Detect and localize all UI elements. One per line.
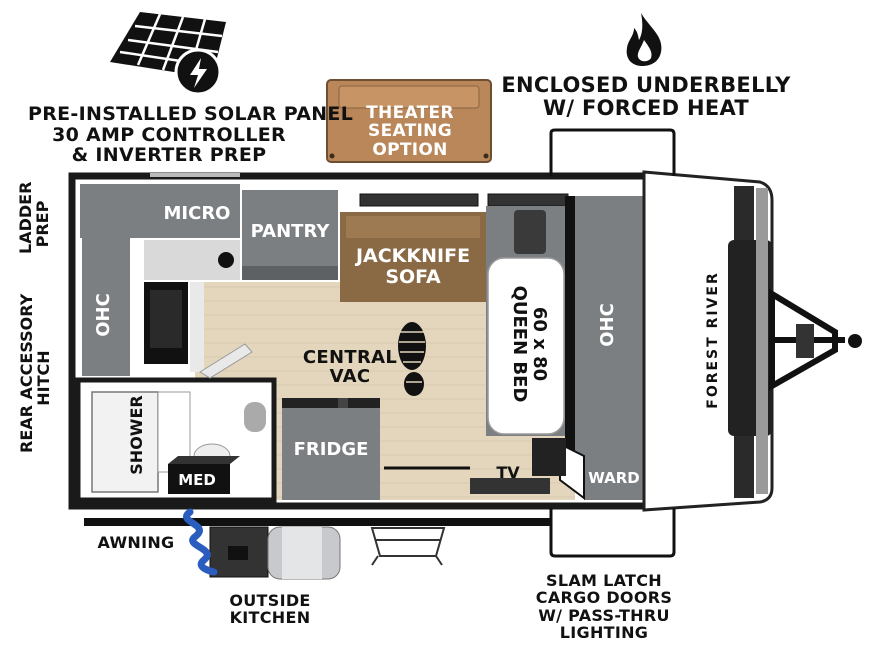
- flame-icon: [626, 13, 662, 66]
- shower-label: SHOWER: [127, 395, 146, 475]
- tv-label: TV: [496, 463, 520, 482]
- entry-step: [370, 527, 446, 566]
- theater-seating-graphic: [326, 79, 492, 163]
- ohc-right-label: OHC: [597, 303, 618, 347]
- fridge-label: FRIDGE: [293, 439, 369, 460]
- boot-print-icon: [398, 322, 426, 396]
- ohc-left-label: OHC: [93, 293, 114, 337]
- sofa-label: JACKKNIFE SOFA: [355, 245, 471, 288]
- cargo-doors-label: SLAM LATCH CARGO DOORS W/ PASS-THRU LIGH…: [535, 571, 673, 642]
- ward-label: WARD: [588, 469, 640, 487]
- central-vac-label: CENTRAL VAC: [302, 347, 398, 388]
- front-cap: [642, 170, 774, 512]
- hitch-tongue: [769, 288, 862, 392]
- solar-panel-icon: [110, 12, 226, 96]
- awning-label: AWNING: [97, 533, 175, 552]
- solar-callout: PRE-INSTALLED SOLAR PANEL 30 AMP CONTROL…: [28, 103, 354, 167]
- theater-option-label: THEATER SEATING OPTION: [366, 103, 454, 160]
- outside-kitchen-graphic: [183, 508, 341, 580]
- pantry-label: PANTRY: [250, 221, 330, 242]
- med-label: MED: [178, 471, 216, 489]
- micro-label: MICRO: [163, 203, 231, 224]
- brand-label: FOREST RIVER: [705, 271, 721, 409]
- ladder-prep-label: LADDER PREP: [16, 181, 52, 254]
- outside-kitchen-label: OUTSIDE KITCHEN: [229, 591, 311, 628]
- bed-label: 60 x 80 QUEEN BED: [509, 285, 550, 403]
- rear-hitch-label: REAR ACCESSORY HITCH: [17, 293, 53, 453]
- underbelly-callout: ENCLOSED UNDERBELLY W/ FORCED HEAT: [501, 73, 791, 120]
